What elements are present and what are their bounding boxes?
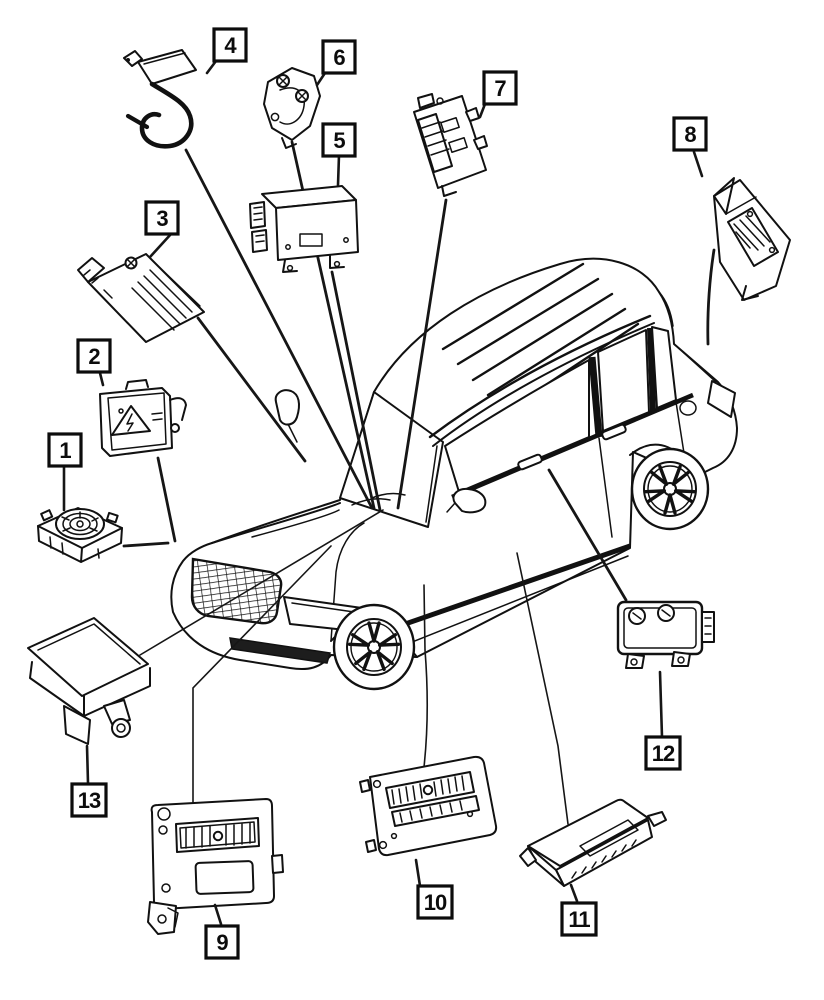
part-5-illustration — [249, 185, 359, 273]
callout-9-box[interactable] — [204, 924, 240, 960]
callout-12-label: 12 — [652, 741, 675, 766]
c-pillar — [647, 327, 656, 412]
part-8-illustration — [713, 177, 791, 301]
callout-9[interactable]: 9 — [204, 924, 240, 960]
callout-6-label: 6 — [333, 45, 345, 70]
callout-4-label: 4 — [224, 33, 237, 58]
callout-6-box[interactable] — [321, 39, 357, 75]
tail-lamp — [707, 380, 736, 418]
callout-2[interactable]: 2 — [76, 338, 112, 374]
callout-5[interactable]: 5 — [321, 122, 357, 158]
callout-stubs — [62, 59, 704, 926]
callout-6[interactable]: 6 — [321, 39, 357, 75]
front-wheel — [330, 603, 418, 691]
leader-line-1 — [122, 541, 170, 548]
near-side-mirror — [446, 487, 487, 514]
warning-triangle — [111, 405, 151, 436]
far-side-mirror — [274, 389, 300, 443]
hood-cut-line — [211, 502, 341, 544]
b-pillar — [588, 356, 603, 438]
callout-13[interactable]: 13 — [70, 782, 108, 818]
callout-4[interactable]: 4 — [212, 27, 248, 63]
leader-line-10 — [423, 584, 428, 768]
beltline-molding — [451, 392, 694, 500]
callout-8-label: 8 — [684, 122, 696, 147]
leader-lines — [122, 140, 716, 825]
callout-3[interactable]: 3 — [144, 200, 180, 236]
front-door-handle — [517, 453, 543, 471]
callout-2-box[interactable] — [76, 338, 112, 374]
fender-line — [330, 522, 365, 642]
callout-1-box[interactable] — [47, 432, 83, 468]
vehicle-illustration — [170, 257, 738, 691]
part-3-illustration — [77, 253, 205, 343]
callout-5-label: 5 — [333, 128, 345, 153]
leader-line-3 — [196, 316, 307, 463]
part-7-illustration — [413, 93, 488, 197]
callout-7[interactable]: 7 — [482, 70, 518, 106]
part-12-illustration — [616, 600, 715, 669]
part-6-illustration — [263, 67, 321, 149]
leader-line-11 — [516, 552, 569, 825]
part-9-illustration — [147, 798, 284, 935]
callout-9-label: 9 — [216, 930, 228, 955]
leader-line-7 — [396, 198, 448, 510]
callout-8[interactable]: 8 — [672, 116, 708, 152]
callout-10-label: 10 — [424, 890, 447, 915]
leader-line-4 — [184, 148, 374, 510]
fuel-door — [679, 400, 697, 416]
callout-10-box[interactable] — [416, 884, 454, 920]
part-1-illustration — [37, 507, 123, 563]
callout-13-label: 13 — [78, 788, 101, 813]
callout-11[interactable]: 11 — [560, 901, 598, 937]
callout-2-label: 2 — [88, 344, 100, 369]
leader-line-8 — [706, 248, 716, 346]
leader-line-13 — [139, 509, 384, 656]
side-windows — [444, 326, 677, 493]
callout-10[interactable]: 10 — [416, 884, 454, 920]
callout-1[interactable]: 1 — [47, 432, 83, 468]
callout-11-box[interactable] — [560, 901, 598, 937]
leader-line-12 — [547, 468, 628, 602]
lower-intake — [229, 637, 331, 664]
callout-7-box[interactable] — [482, 70, 518, 106]
callout-13-box[interactable] — [70, 782, 108, 818]
leader-line-9 — [192, 545, 332, 809]
leader-line-5 — [330, 270, 382, 512]
callout-1-label: 1 — [59, 438, 71, 463]
part-10-illustration — [359, 755, 498, 857]
part-4-illustration — [123, 49, 197, 149]
callout-11-label: 11 — [568, 907, 590, 932]
callout-8-box[interactable] — [672, 116, 708, 152]
callout-3-box[interactable] — [144, 200, 180, 236]
callouts: 1 2 3 4 5 6 7 8 — [47, 27, 708, 960]
callout-4-box[interactable] — [212, 27, 248, 63]
front-grille — [190, 557, 283, 625]
callout-5-box[interactable] — [321, 122, 357, 158]
part-11-illustration — [519, 798, 667, 887]
callout-7-label: 7 — [494, 76, 506, 101]
leader-line-2 — [156, 456, 177, 543]
callout-3-label: 3 — [156, 206, 168, 231]
hood-crease — [251, 509, 340, 538]
rear-wheel — [629, 443, 710, 531]
part-2-illustration — [99, 379, 187, 457]
callout-12[interactable]: 12 — [644, 735, 682, 771]
part-13-illustration — [27, 617, 151, 745]
sliding-door-handle — [601, 423, 627, 441]
callout-12-box[interactable] — [644, 735, 682, 771]
roof-rack — [428, 262, 655, 447]
